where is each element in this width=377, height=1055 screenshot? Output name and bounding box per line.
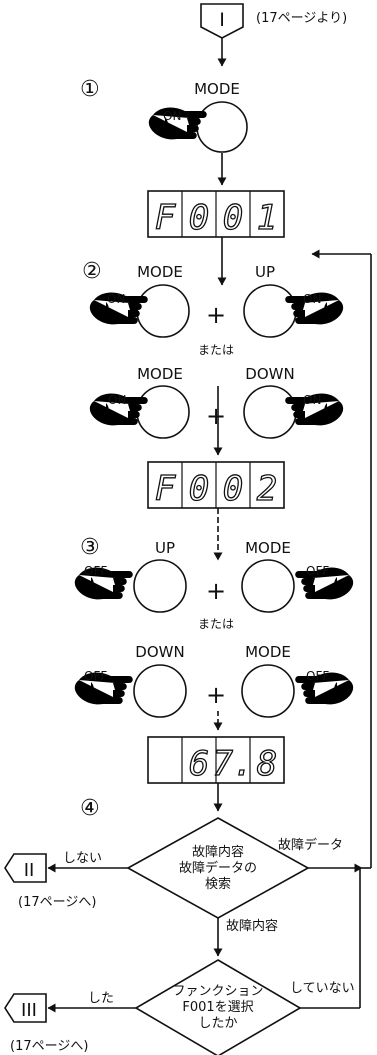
decision2-line3: したか	[198, 1016, 237, 1031]
display-digit: 7.	[213, 744, 254, 784]
step-2-marker: ②	[82, 259, 102, 284]
decision1-line2: 故障データの	[179, 860, 257, 876]
step2-on-left: ON	[107, 292, 125, 306]
step1-mode-label: MODE	[194, 80, 240, 98]
or-label-2: または	[198, 617, 234, 631]
display-digit: 6	[189, 744, 209, 784]
decision1-right-label: 故障データ	[278, 837, 343, 853]
step3-off-left: OFF	[84, 564, 107, 578]
step2-down-label: DOWN	[245, 365, 294, 383]
step-3-marker: ③	[80, 535, 100, 560]
display-digit: F	[155, 198, 176, 238]
connector-exit-2: II	[5, 854, 46, 882]
plus-sign: +	[206, 577, 226, 605]
connector-start-label: I	[219, 9, 225, 31]
plus-sign: +	[206, 681, 226, 709]
step2-on-right-2: ON	[303, 393, 321, 407]
connector-exit-2-note: (17ページへ)	[18, 895, 96, 910]
display-digit: 8	[257, 744, 277, 784]
step2-mode-label-2: MODE	[137, 365, 183, 383]
display-digit: 0	[189, 469, 209, 509]
display-digit: 1	[257, 198, 277, 238]
step3-off-left-2: OFF	[84, 669, 107, 683]
decision2-line1: ファンクション	[172, 984, 263, 999]
mode-button	[197, 102, 247, 152]
connector-exit-3-note: (17ページへ)	[10, 1039, 88, 1054]
decision1-line1: 故障内容	[192, 844, 244, 860]
step2-mode-label: MODE	[137, 263, 183, 281]
connector-start-note: (17ページより)	[256, 11, 347, 26]
step-1-marker: ①	[80, 77, 100, 102]
display-678: 6 7. 8	[148, 737, 284, 784]
plus-sign: +	[206, 402, 226, 430]
step2-on-left-2: ON	[108, 393, 126, 407]
connector-start: I (17ページより)	[201, 4, 347, 38]
display-digit: 0	[223, 469, 243, 509]
step3-up-label: UP	[155, 539, 175, 557]
step3-off-right: OFF	[306, 564, 329, 578]
decision1-down-label: 故障内容	[226, 918, 278, 934]
display-digit: F	[155, 469, 176, 509]
display-digit: 0	[189, 198, 209, 238]
step2-up-label: UP	[255, 263, 275, 281]
decision2-line2: F001を選択	[182, 1000, 253, 1015]
mode-button	[242, 560, 294, 612]
up-button	[134, 560, 186, 612]
step3-off-right-2: OFF	[306, 669, 329, 683]
decision1-line3: 検索	[205, 877, 231, 892]
step2-on-right: ON	[303, 292, 321, 306]
up-button	[244, 285, 296, 337]
step-4-marker: ④	[80, 796, 100, 821]
display-f002: F 0 0 2	[148, 462, 284, 509]
display-digit: 2	[257, 469, 277, 509]
mode-button	[137, 285, 189, 337]
step1-on-label: ON	[163, 109, 181, 123]
down-button	[244, 386, 296, 438]
step3-mode-label-2: MODE	[245, 643, 291, 661]
decision1-left-label: しない	[63, 851, 102, 866]
connector-exit-3-label: III	[21, 1000, 37, 1021]
mode-button	[242, 665, 294, 717]
decision2-right-label: していない	[290, 981, 355, 996]
display-digit: 0	[223, 198, 243, 238]
step3-mode-label: MODE	[245, 539, 291, 557]
step3-down-label: DOWN	[135, 643, 184, 661]
decision2-left-label: した	[88, 991, 114, 1006]
connector-exit-3: III	[5, 994, 46, 1022]
or-label: または	[198, 343, 234, 357]
connector-exit-2-label: II	[24, 860, 35, 881]
mode-button	[137, 386, 189, 438]
down-button	[134, 665, 186, 717]
plus-sign: +	[206, 301, 226, 329]
display-f001: F 0 0 1	[148, 191, 284, 238]
